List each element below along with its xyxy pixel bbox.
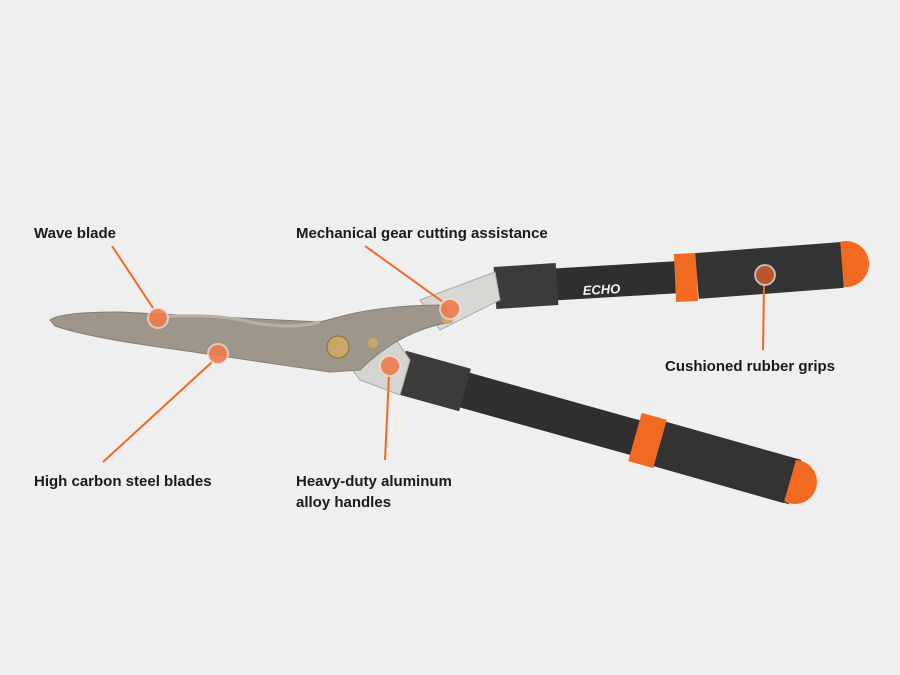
label-handles: Heavy-duty aluminum alloy handles: [296, 471, 452, 513]
label-wave-blade: Wave blade: [34, 225, 116, 242]
callout-line-handles: [384, 374, 390, 461]
callout-line-steel: [102, 361, 213, 463]
callout-line-grips: [762, 282, 765, 351]
callout-line-gear: [364, 245, 444, 303]
hotspot-gear[interactable]: [439, 298, 461, 320]
label-grips: Cushioned rubber grips: [665, 358, 836, 375]
label-handles-line1: Heavy-duty aluminum: [296, 473, 452, 490]
pivot-bolt: [326, 335, 350, 359]
echo-logo: ECHO: [582, 281, 620, 298]
label-gear: Mechanical gear cutting assistance: [296, 225, 548, 242]
lower-handle: [394, 350, 817, 505]
label-steel: High carbon steel blades: [34, 473, 212, 490]
hotspot-grips[interactable]: [754, 264, 776, 286]
callout-line-wave-blade: [111, 245, 154, 309]
upper-handle: ECHO: [493, 241, 869, 309]
hotspot-steel[interactable]: [207, 343, 229, 365]
label-handles-line2: alloy handles: [296, 494, 392, 511]
hotspot-handles[interactable]: [379, 355, 401, 377]
hotspot-wave-blade[interactable]: [147, 307, 169, 329]
